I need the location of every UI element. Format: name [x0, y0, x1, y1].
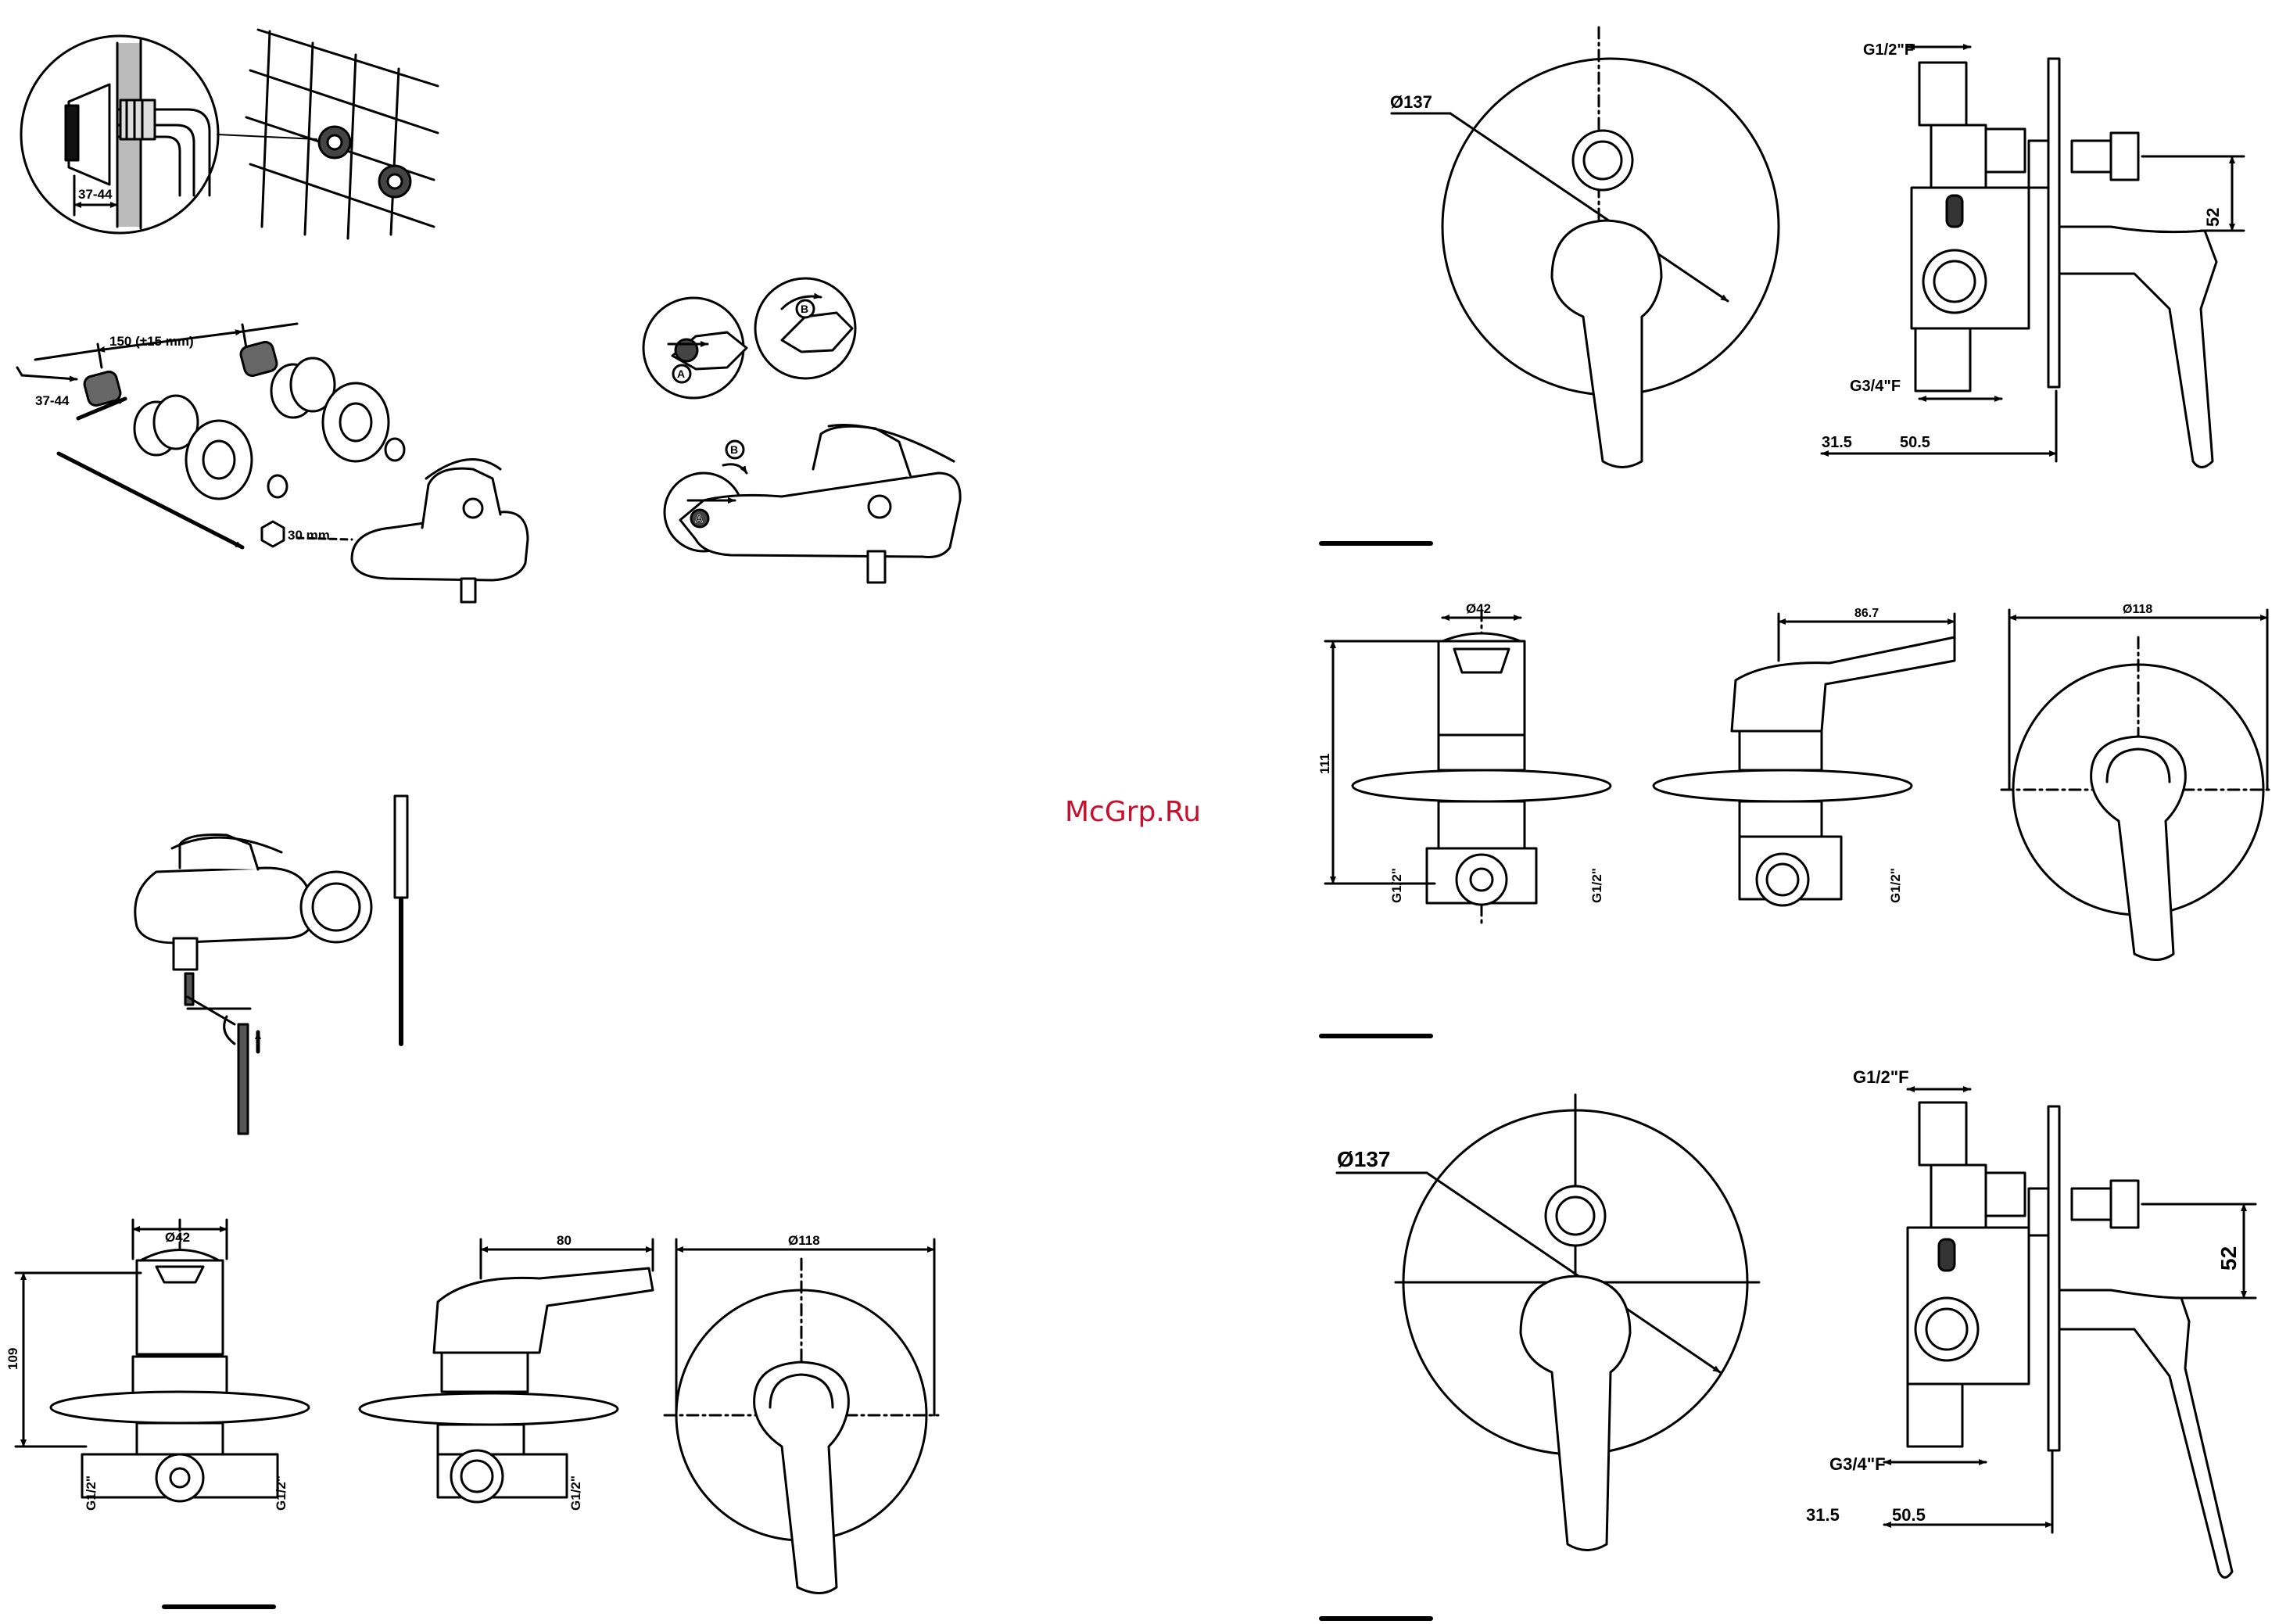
ct-depth-max: 50.5: [1900, 434, 1930, 451]
sm-inlet-side: G1/2": [568, 1475, 583, 1511]
sm-inlet-left: G1/2": [84, 1475, 99, 1511]
handle-sequence: A B A B: [643, 278, 960, 583]
ct-outlet-bottom: G3/4"F: [1850, 378, 1901, 395]
spacing-label: 150 (±15 mm): [109, 334, 194, 349]
sm-inlet-right: G1/2": [274, 1475, 288, 1511]
watermark: McGrp.Ru: [1065, 796, 1201, 828]
concealed-mixer-front-mid: Ø42 111 G1/2" G1/2": [1317, 601, 1611, 1036]
mount-depth-label: 37-44: [35, 393, 70, 408]
shower-mixer-side: 80 G1/2": [360, 1233, 653, 1511]
cb-inlet-top: G1/2"F: [1853, 1067, 1909, 1087]
cm-inlet-side: G1/2": [1888, 868, 1903, 903]
ct-plate-diameter: Ø137: [1390, 92, 1432, 112]
sm-rosette-diameter: Ø118: [788, 1233, 820, 1248]
cm-inlet-right: G1/2": [1589, 868, 1604, 903]
ct-inlet-top: G1/2"F: [1863, 41, 1914, 59]
detail-depth-label: 37-44: [78, 187, 113, 202]
concealed-diverter-front-top: Ø137: [1321, 27, 1779, 543]
shower-mixer-front: Ø42 109 G1/2" G1/2": [5, 1220, 309, 1607]
concealed-diverter-front-bottom: Ø137: [1321, 1095, 1759, 1619]
marker-b-top: B: [801, 303, 808, 315]
ct-depth-min: 31.5: [1822, 434, 1852, 451]
cm-inlet-left: G1/2": [1389, 868, 1404, 903]
shower-mixer-rosette: Ø118: [665, 1233, 938, 1594]
concealed-diverter-side-bottom: G1/2"F 52 G3/4"F 31.5 50.5: [1806, 1067, 2256, 1578]
sm-height: 109: [5, 1348, 20, 1370]
wrench-size-label: 30 mm: [288, 528, 330, 543]
cb-depth-min: 31.5: [1806, 1505, 1840, 1525]
sm-diameter-top: Ø42: [165, 1230, 190, 1245]
sm-handle-length: 80: [557, 1233, 572, 1248]
cb-outlet-bottom: G3/4"F: [1829, 1454, 1886, 1474]
cm-rosette-diameter: Ø118: [2123, 603, 2152, 616]
marker-a-top: A: [677, 367, 685, 380]
cm-height: 111: [1317, 754, 1332, 775]
concealed-diverter-side-top: G1/2"F 52 G3/4"F 31.5 50.5: [1822, 41, 2244, 468]
wall-connection-detail: 37-44: [21, 30, 438, 238]
cb-depth-max: 50.5: [1892, 1505, 1926, 1525]
cm-diameter-top: Ø42: [1466, 601, 1491, 616]
cb-plate-diameter: Ø137: [1337, 1147, 1391, 1171]
ct-offset: 52: [2203, 208, 2223, 227]
concealed-mixer-side-mid: 86.7 G1/2": [1654, 607, 1955, 905]
cb-offset: 52: [2216, 1246, 2241, 1271]
concealed-mixer-rosette-mid: Ø118: [2001, 603, 2271, 960]
mounting-exploded-view: 150 (±15 mm) 37-44 30 mm: [17, 324, 528, 602]
marker-b-bottom: B: [730, 443, 738, 456]
wall-mixer-with-shower: [135, 796, 407, 1134]
marker-a-bottom: A: [695, 512, 703, 525]
cm-handle-length: 86.7: [1854, 607, 1879, 620]
